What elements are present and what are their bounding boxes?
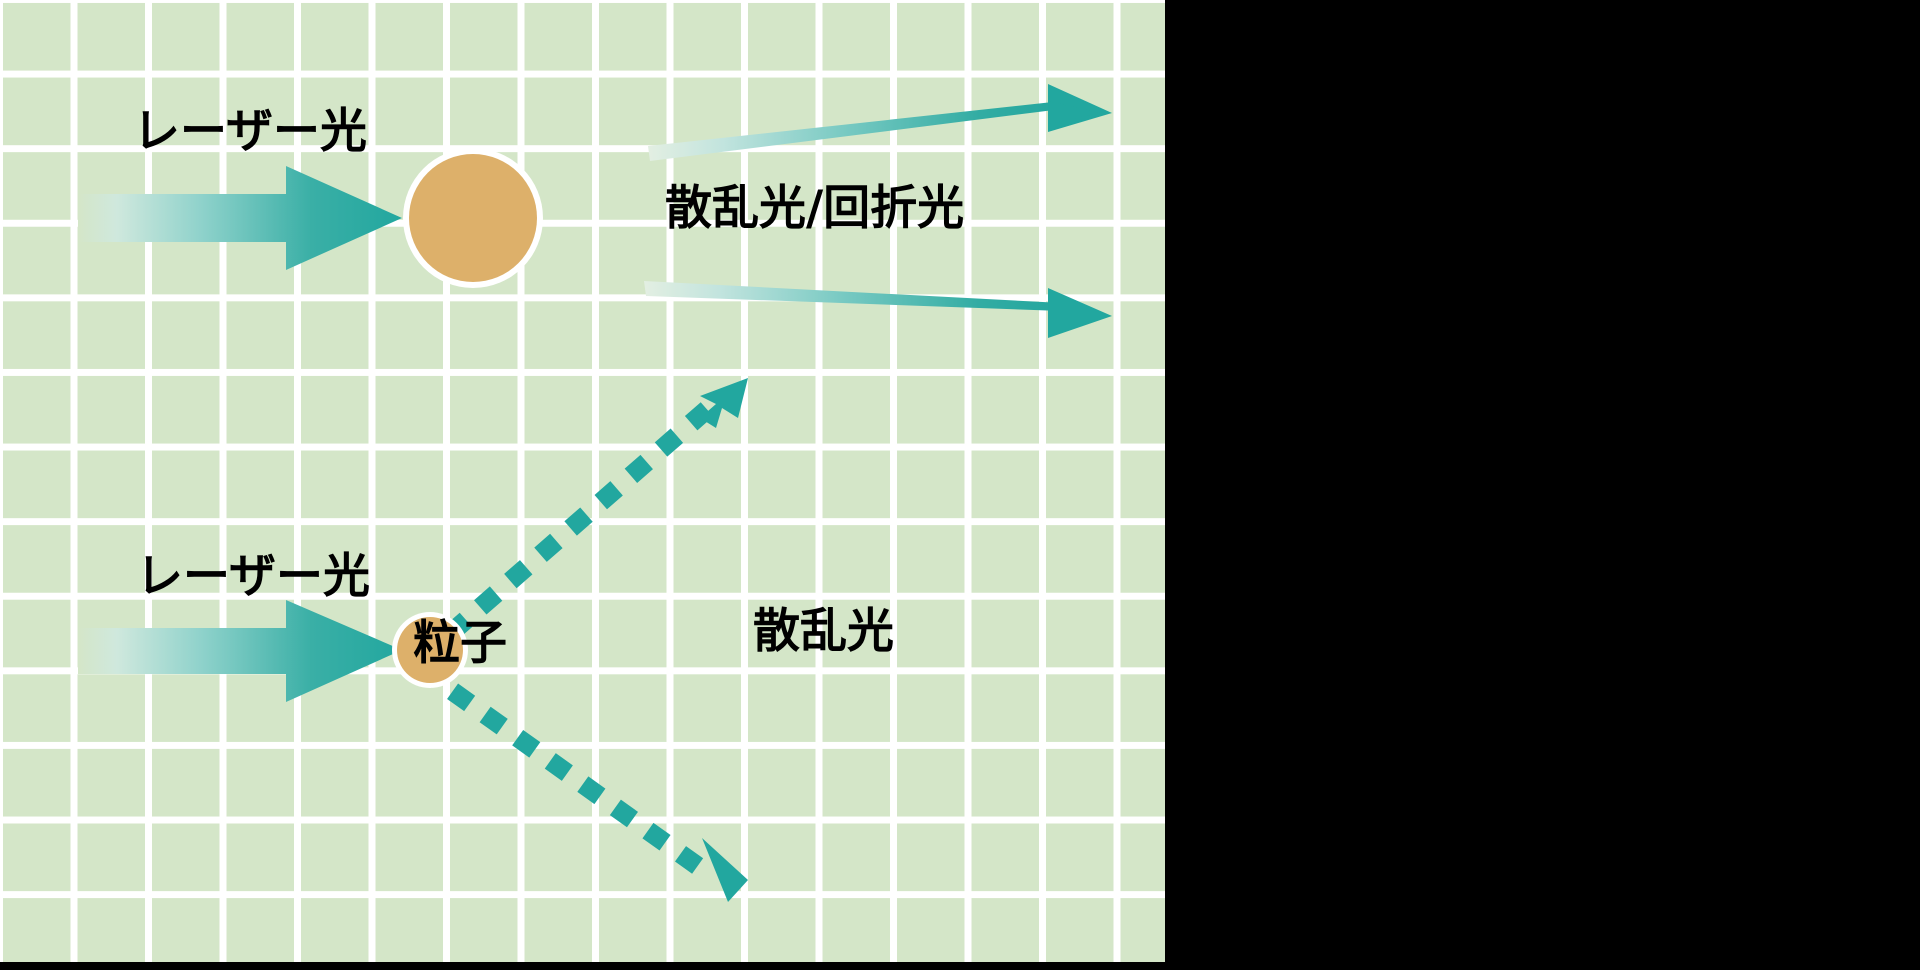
label-laser-light-top: レーザー光 bbox=[133, 104, 368, 159]
incident-beam-arrow-top bbox=[78, 166, 402, 270]
label-scattered-light: 散乱光 bbox=[753, 604, 894, 659]
label-laser-light-bottom: レーザー光 bbox=[136, 549, 371, 604]
diagram-vector-overlay bbox=[78, 84, 1112, 902]
scattered-ray-lower-top bbox=[644, 281, 1112, 338]
label-particle: 粒子 bbox=[413, 616, 507, 671]
dashed-ray-lower-bottom bbox=[414, 660, 748, 902]
dashed-ray-upper-bottom bbox=[413, 378, 748, 668]
bottom-black-strip bbox=[0, 962, 1165, 970]
particle-small bbox=[392, 612, 468, 688]
incident-beam-arrow-bottom bbox=[78, 600, 402, 702]
empty-black-region bbox=[1165, 0, 1920, 970]
scattered-ray-upper-top bbox=[648, 84, 1112, 161]
label-scattered-diffracted-light: 散乱光/回折光 bbox=[665, 181, 965, 236]
particle-large bbox=[403, 148, 543, 288]
light-scattering-diagram-panel: レーザー光 散乱光/回折光 レーザー光 粒子 散乱光 bbox=[0, 0, 1165, 962]
